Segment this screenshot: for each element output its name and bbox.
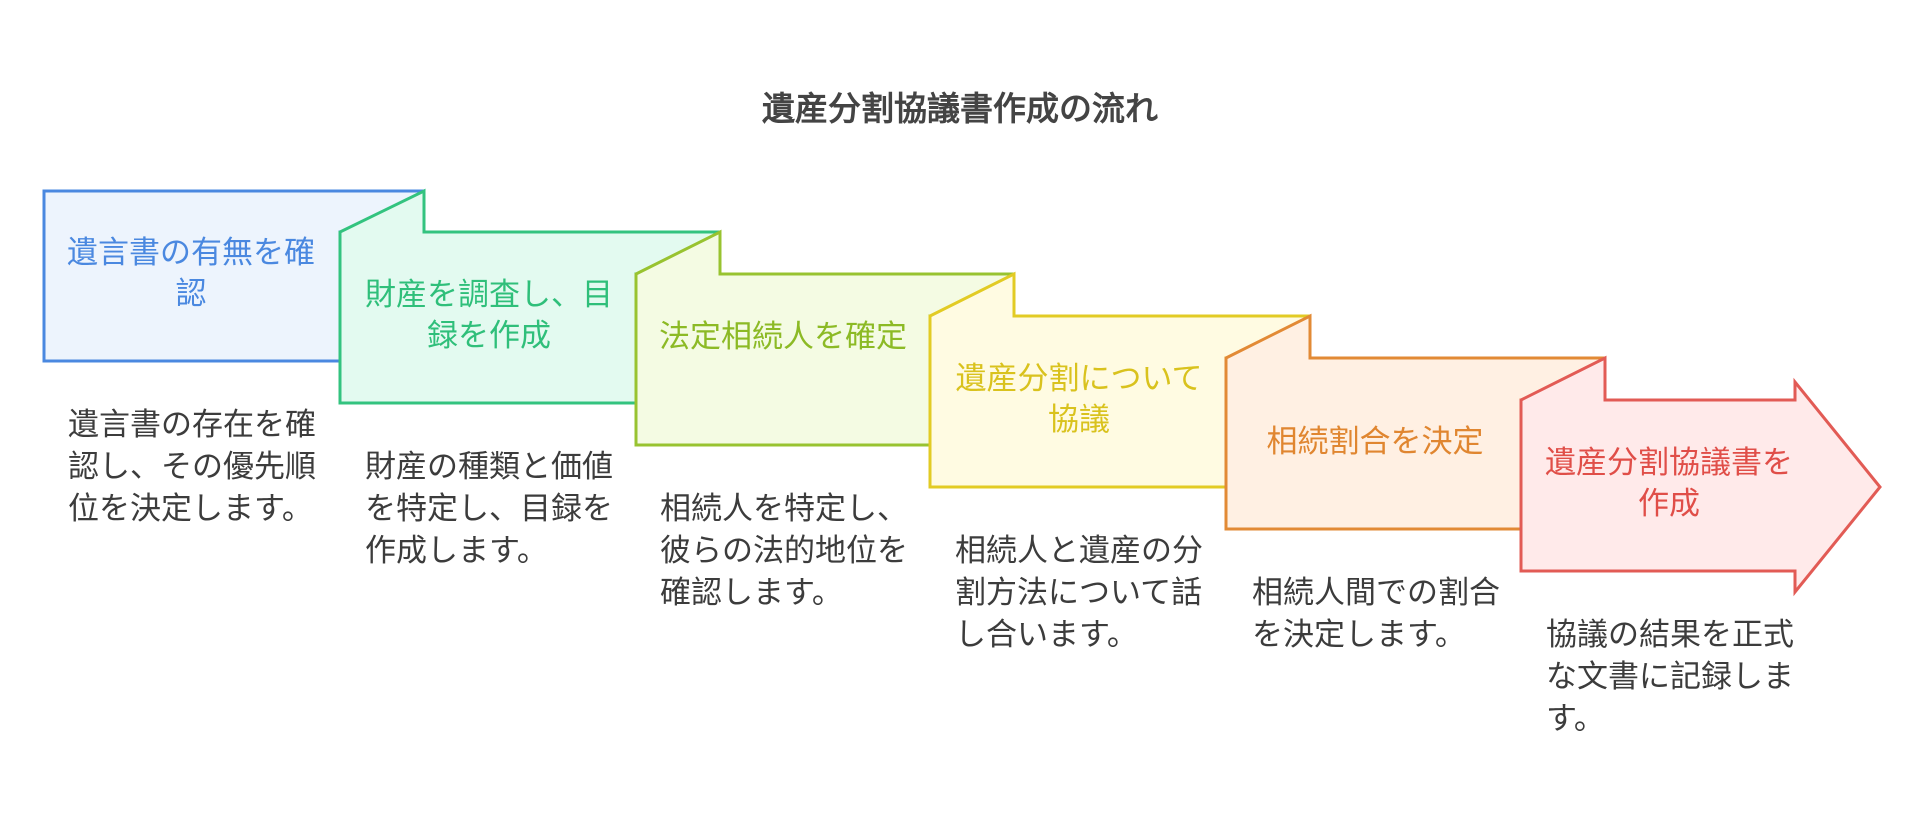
- step-label-6: 遺産分割協議書を作成: [1545, 445, 1793, 522]
- step-label-2: 財産を調査し、目録を作成: [365, 277, 613, 354]
- step-label-1: 遺言書の有無を確認: [67, 235, 315, 312]
- step-description-3: 相続人を特定し、彼らの法的地位を確認します。: [660, 491, 908, 611]
- step-description-6: 協議の結果を正式な文書に記録します。: [1546, 617, 1794, 737]
- step-description-1: 遺言書の存在を確認し、その優先順位を決定します。: [68, 407, 316, 527]
- step-label-3: 法定相続人を確定: [659, 319, 907, 355]
- diagram-title: 遺産分割協議書作成の流れ: [762, 89, 1158, 128]
- step-description-4: 相続人と遺産の分割方法について話し合います。: [955, 533, 1203, 653]
- step-label-5: 相続割合を決定: [1266, 424, 1484, 460]
- step-description-2: 財産の種類と価値を特定し、目録を作成します。: [365, 449, 613, 569]
- step-shape-6-arrow: [1519, 355, 1882, 597]
- step-label-4: 遺産分割について協議: [955, 361, 1203, 438]
- step-description-5: 相続人間での割合を決定します。: [1252, 575, 1500, 653]
